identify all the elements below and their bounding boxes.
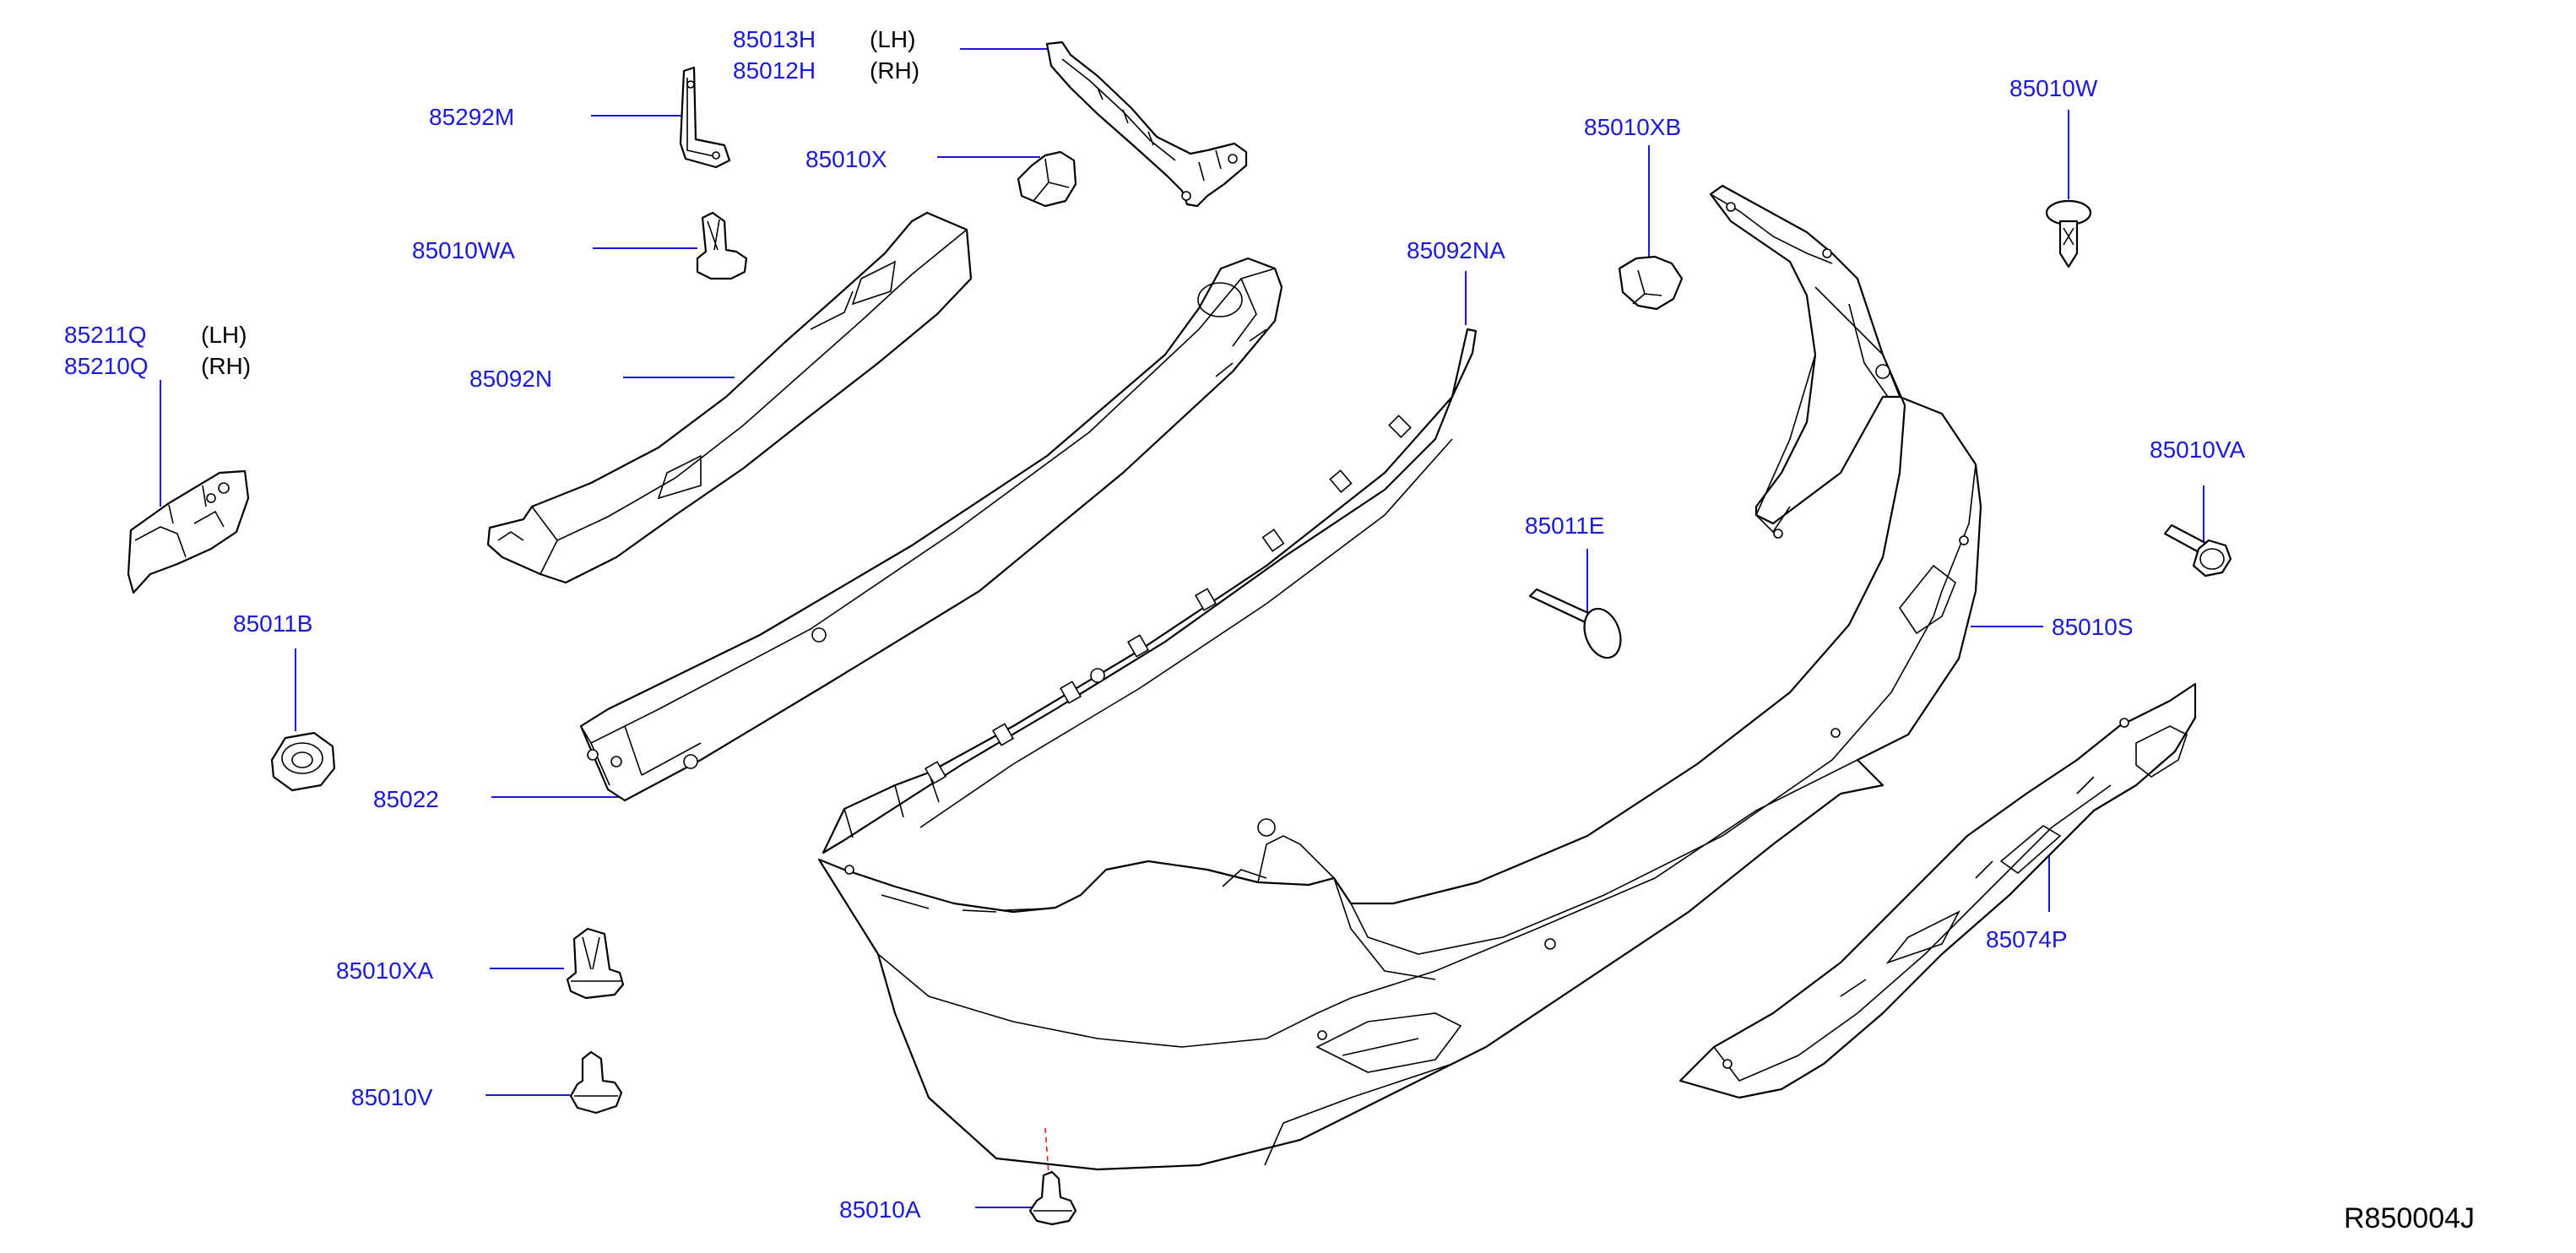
push-rivet-part — [2045, 199, 2092, 268]
label-85010S: 85010S — [2052, 614, 2134, 640]
rivet-pin-part — [1528, 588, 1622, 659]
label-85210Q-side: (RH) — [201, 353, 251, 379]
label-85010X: 85010X — [805, 146, 887, 172]
rear-bumper-fascia-part — [817, 184, 1982, 1171]
diagram-reference-code: R850004J — [2344, 1202, 2475, 1234]
label-85010VA: 85010VA — [2150, 437, 2245, 463]
label-85012H: 85012H — [733, 57, 816, 84]
label-85074P: 85074P — [1986, 926, 2068, 952]
upper-energy-absorber-part — [486, 211, 973, 584]
label-85010XA: 85010XA — [336, 957, 434, 984]
l-bracket-part — [679, 66, 731, 169]
lower-valance-part — [1678, 682, 2197, 1099]
label-85092N: 85092N — [469, 366, 552, 392]
hex-nut-part — [270, 731, 336, 792]
label-85012H-side: (RH) — [870, 57, 919, 84]
label-85010W: 85010W — [2009, 75, 2098, 101]
label-85211Q-side: (LH) — [201, 322, 247, 348]
clip-xa-part — [566, 927, 625, 1000]
bolt-v-part — [569, 1050, 623, 1115]
side-retainer-bracket-part — [127, 469, 250, 594]
label-85211Q: 85211Q — [64, 322, 147, 348]
label-85011E: 85011E — [1525, 513, 1604, 539]
label-85022: 85022 — [373, 786, 439, 812]
part-labels: 85013H (LH) 85012H (RH) 85292M 85010X 85… — [64, 26, 2475, 1234]
label-85292M: 85292M — [429, 104, 514, 130]
grommet-clip-part — [1017, 150, 1077, 208]
flange-bolt-part — [2163, 523, 2232, 578]
push-clip-part — [696, 211, 748, 280]
label-85210Q: 85210Q — [64, 353, 149, 379]
label-85013H: 85013H — [733, 26, 816, 52]
label-85010WA: 85010WA — [412, 237, 515, 263]
lower-energy-absorber-part — [822, 328, 1478, 854]
label-85010XB: 85010XB — [1584, 114, 1681, 140]
bolt-a-part — [1028, 1127, 1077, 1226]
label-85013H-side: (LH) — [870, 26, 915, 52]
label-85092NA: 85092NA — [1407, 237, 1505, 263]
bumper-side-bracket-part — [1045, 41, 1248, 208]
retainer-clip-part — [1618, 255, 1684, 311]
label-85011B: 85011B — [233, 610, 312, 637]
reinforcement-beam-part — [579, 257, 1283, 802]
label-85010V: 85010V — [351, 1084, 433, 1110]
label-85010A: 85010A — [839, 1196, 921, 1223]
leader-lines — [160, 48, 2205, 1208]
